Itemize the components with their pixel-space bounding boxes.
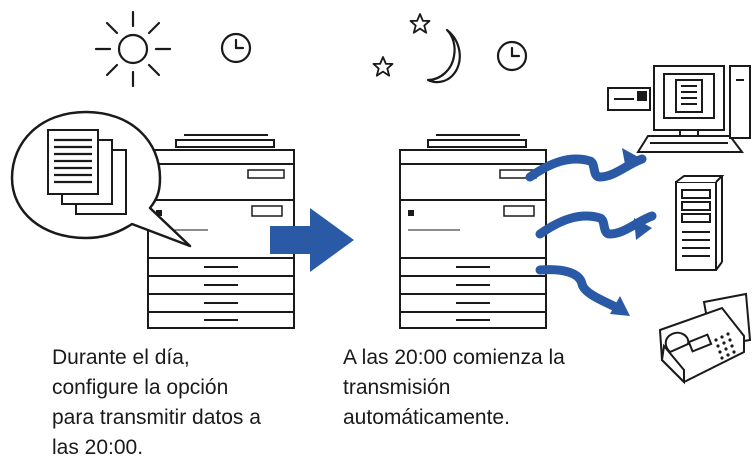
clock-icon (496, 40, 528, 72)
star-icon (409, 13, 431, 34)
moon-icon (426, 28, 461, 84)
day-caption: Durante el día, configure la opción para… (52, 346, 261, 459)
fax-icon (658, 292, 752, 385)
clock-icon (220, 32, 252, 64)
star-icon (372, 56, 394, 77)
document-stack-icon (10, 110, 192, 248)
send-arrow-icon (540, 216, 652, 240)
copier-icon (399, 134, 547, 329)
right-arrow-icon (270, 208, 354, 272)
send-arrow-icon (535, 265, 630, 316)
night-caption: A las 20:00 comienza la transmisión auto… (343, 346, 565, 429)
sun-icon (94, 10, 172, 88)
server-icon (675, 175, 725, 271)
send-arrow-icon (530, 148, 642, 177)
computer-icon (607, 65, 751, 153)
